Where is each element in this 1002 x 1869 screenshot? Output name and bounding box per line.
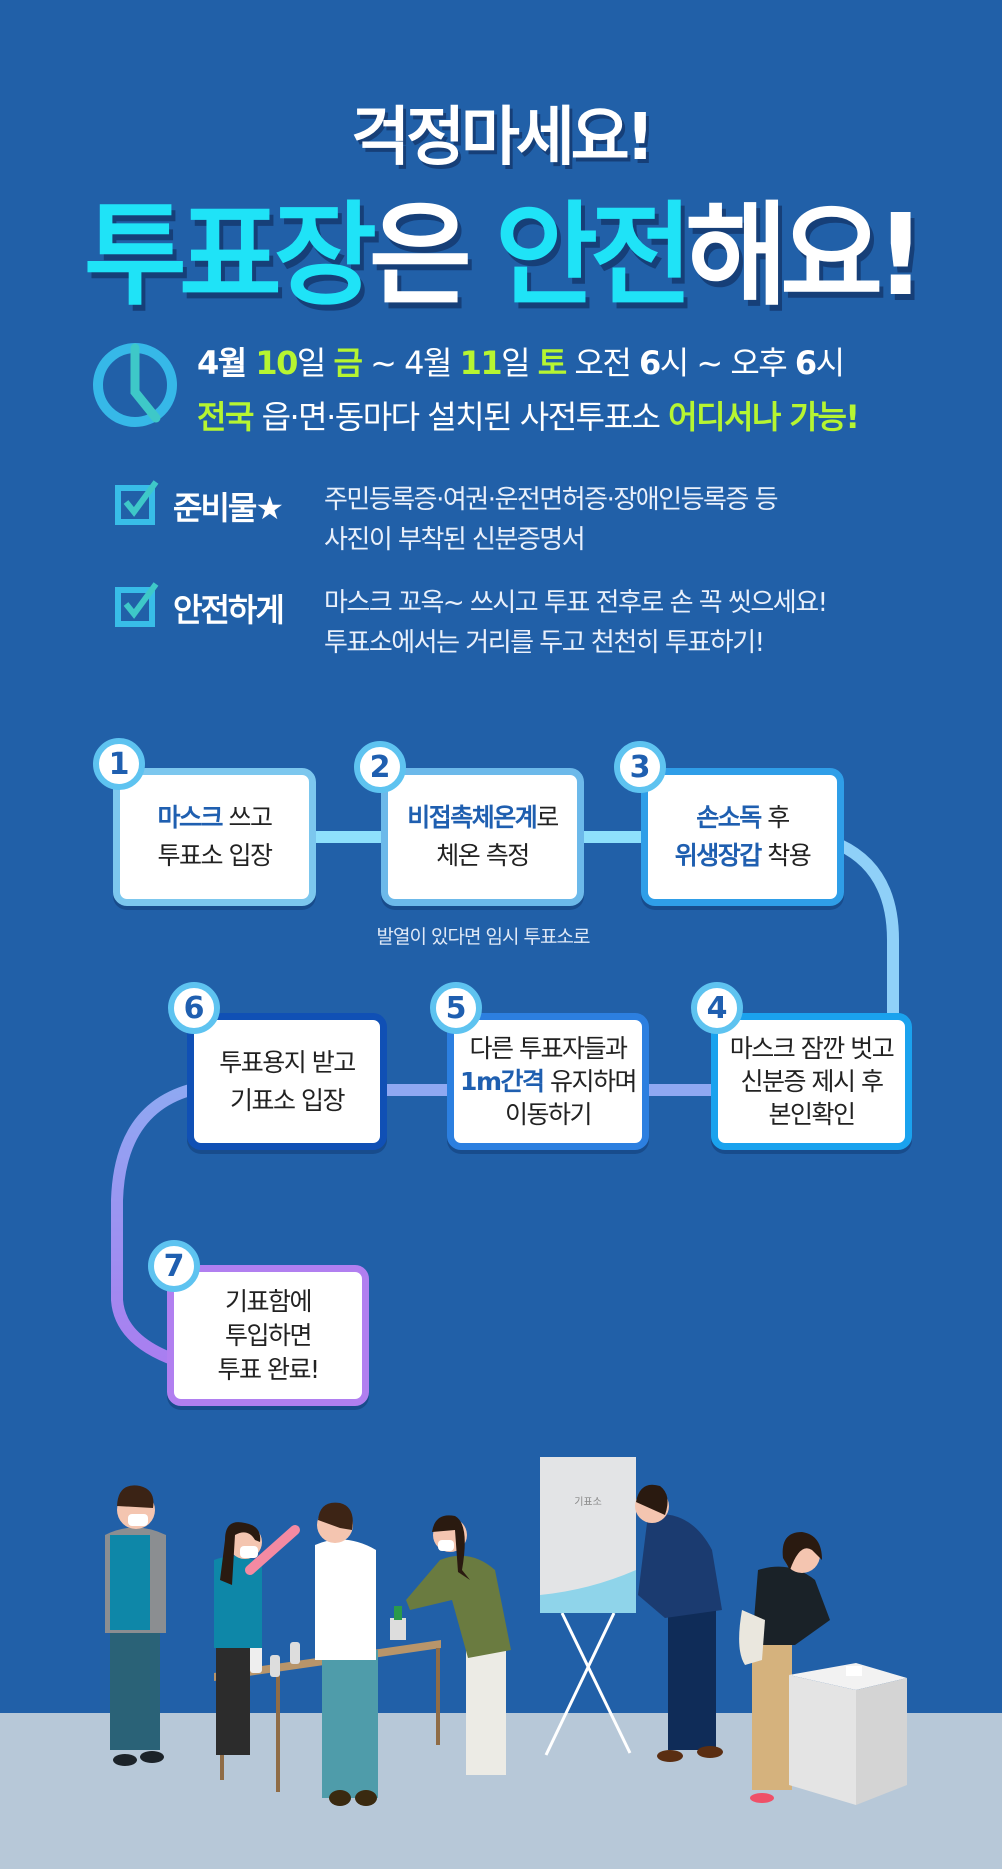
text: 투표소 입장 [157,841,273,870]
checklist-label-prep: 준비물★ [173,489,284,527]
text: 기표소 입장 [230,1085,345,1115]
text: 토 [537,344,567,382]
step-number-1: 1 [93,738,145,790]
text: 1m간격 [460,1067,545,1096]
step-number-6: 6 [168,982,220,1034]
headline-word-2: 은 [368,191,495,321]
text: 본인확인 [768,1100,856,1129]
text: 로 [536,803,559,832]
fever-note: 발열이 있다면 임시 투표소로 [376,926,591,948]
headline-word-4: 해요! [685,191,926,321]
text: 마스크 [157,803,224,832]
schedule-line-1: 4월 10일 금 ~ 4월 11일 토 오전 6시 ~ 오후 6시 [197,338,845,384]
headline-word-1: 투표장 [83,191,377,321]
text: 6 [794,344,817,382]
text: 투표소에서는 거리를 두고 천천히 투표하기! [324,628,765,658]
schedule-line-2: 전국 읍·면·동마다 설치된 사전투표소 어디서나 가능! [197,392,860,438]
text: 마스크 잠깐 벗고 [729,1034,895,1063]
staff-man [105,1485,166,1766]
text: 시 ~ 오후 [659,344,795,382]
text: 손소독 [696,803,762,832]
text: 어디서나 가능! [668,398,860,436]
text: 사진이 부착된 신분증명서 [324,525,586,555]
text: 기표함에 [224,1286,313,1316]
text: 일 [501,344,538,382]
checkbox-icon [115,582,159,627]
man-white-shirt [315,1502,378,1806]
text: 일 [296,344,334,382]
headline-top: 걱정마세요! [351,101,655,175]
text: 투표 완료! [217,1354,320,1384]
staff-woman [214,1522,300,1755]
step-connector-path [111,831,899,1366]
text: 10 [255,344,298,382]
text: 투표용지 받고 [219,1047,356,1077]
checklist-label-safety: 안전하게 [173,591,285,629]
text: 위생장갑 [674,841,763,870]
text: 신분증 제시 후 [740,1067,884,1096]
text: 착용 [760,841,812,870]
text: 쓰고 [222,803,273,832]
step-number-4: 4 [691,982,743,1034]
polling-station-illustration: 기표소 [0,1457,1002,1869]
step-number-3: 3 [614,741,666,793]
booth-label: 기표소 [574,1496,602,1508]
headline-word-3: 안전 [494,191,693,321]
text: 읍·면·동마다 설치된 사전투표소 [252,398,669,436]
text: 4월 [197,344,256,382]
text: 11 [459,344,503,382]
text: 시 [815,344,845,382]
text: 투입하면 [224,1320,313,1350]
ballot-box [789,1663,907,1805]
text: 체온 측정 [436,841,530,870]
text: 이동하기 [504,1100,593,1129]
text: 오전 [565,344,639,382]
ballot-stamp-icon [93,343,177,427]
text: 비접촉체온계 [407,803,538,832]
step-number-2: 2 [354,741,406,793]
text: 다른 투표자들과 [469,1034,628,1063]
step-number-7: 7 [148,1240,200,1292]
woman-green-top [406,1515,511,1775]
step-number-5: 5 [430,982,482,1034]
text: 주민등록증·여권·운전면허증·장애인등록증 등 [324,485,779,515]
voting-booth: 기표소 [540,1457,636,1756]
text: 마스크 꼬옥~ 쓰시고 투표 전후로 손 꼭 씻으세요! [324,588,828,618]
text: 유지하며 [543,1067,638,1096]
text: 6 [638,344,661,382]
checklist-desc-safety: 마스크 꼬옥~ 쓰시고 투표 전후로 손 꼭 씻으세요! 투표소에서는 거리를 두… [324,583,828,663]
man-navy-suit [635,1484,723,1762]
text: ~ 4월 [361,344,460,382]
headline-main: 투표장은 안전해요! [0,165,1002,327]
woman-voter [739,1532,830,1803]
text: 전국 [197,398,254,436]
text: 후 [760,803,790,832]
text: 금 [333,344,363,382]
checkbox-icon [115,480,159,525]
